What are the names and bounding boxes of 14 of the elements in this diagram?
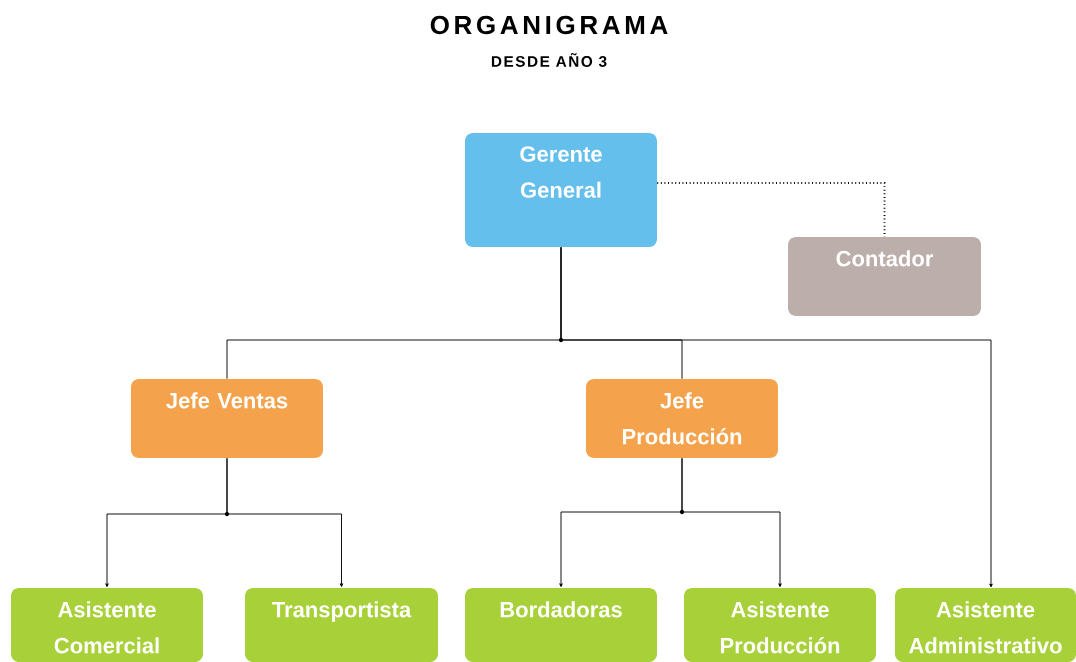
connector xyxy=(560,246,993,588)
position-box: Jefe Producción xyxy=(586,379,778,458)
position-box: Jefe Ventas xyxy=(131,379,323,458)
position-box: Gerente General xyxy=(465,133,657,247)
position-box: Bordadoras xyxy=(465,588,657,662)
position-box: Asistente Producción xyxy=(684,588,876,662)
position-box: Asistente Administrativo xyxy=(895,588,1076,662)
title: ORGANIGRAMA xyxy=(430,15,668,35)
position-box: Contador xyxy=(788,237,981,316)
subtitle: DESDE AÑO 3 xyxy=(491,53,607,67)
connector xyxy=(681,457,782,588)
position-box: Asistente Comercial xyxy=(11,588,203,662)
connector xyxy=(226,457,344,588)
position-box: Transportista xyxy=(245,588,438,662)
